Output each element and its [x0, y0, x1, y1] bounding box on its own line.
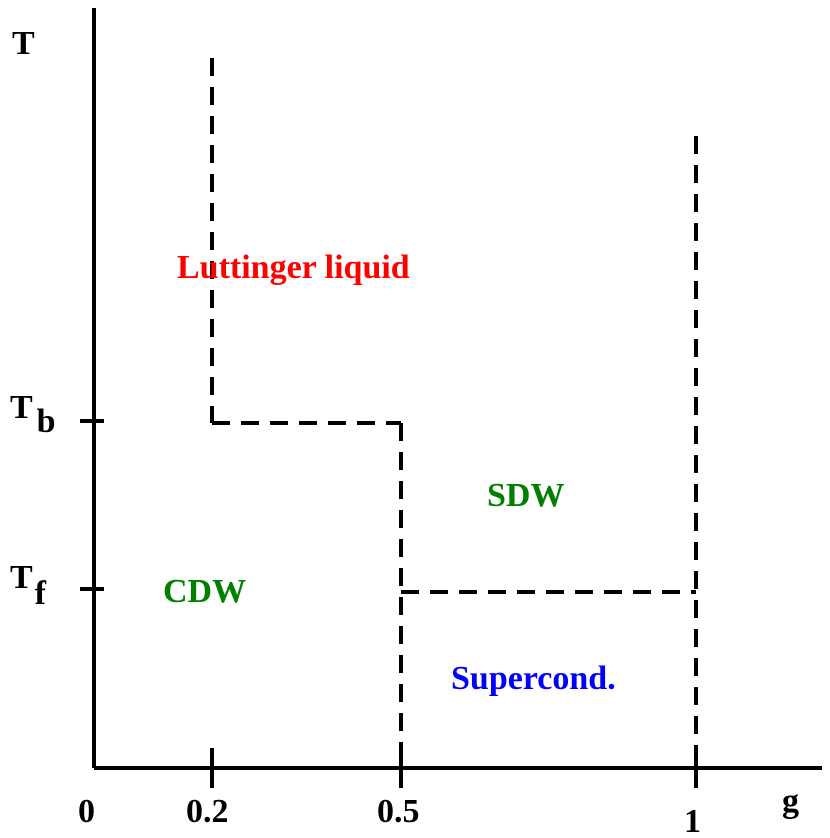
phase-boundaries: [210, 58, 698, 766]
y-tick-label-tf-main: T: [10, 559, 33, 596]
x-tick-label-0: 0: [78, 793, 95, 830]
region-label-cdw: CDW: [163, 573, 246, 610]
x-tick-label-0.5: 0.5: [377, 793, 420, 830]
x-tick-label-1: 1: [684, 803, 701, 838]
y-tick-label-tb-sub: b: [37, 403, 56, 440]
x-tick-label-0.2: 0.2: [186, 793, 229, 830]
y-tick-label-tf: T f: [10, 559, 47, 612]
region-label-luttinger: Luttinger liquid: [177, 249, 410, 286]
y-tick-label-tf-sub: f: [35, 575, 47, 612]
y-tick-label-tb-main: T: [10, 389, 33, 426]
y-tick-label-tb: T b: [10, 389, 56, 440]
x-axis-label: g: [782, 783, 799, 820]
region-label-supercond: Supercond.: [451, 660, 616, 697]
axes: [92, 8, 822, 770]
region-label-sdw: SDW: [487, 477, 564, 514]
y-axis-label: T: [12, 25, 35, 62]
